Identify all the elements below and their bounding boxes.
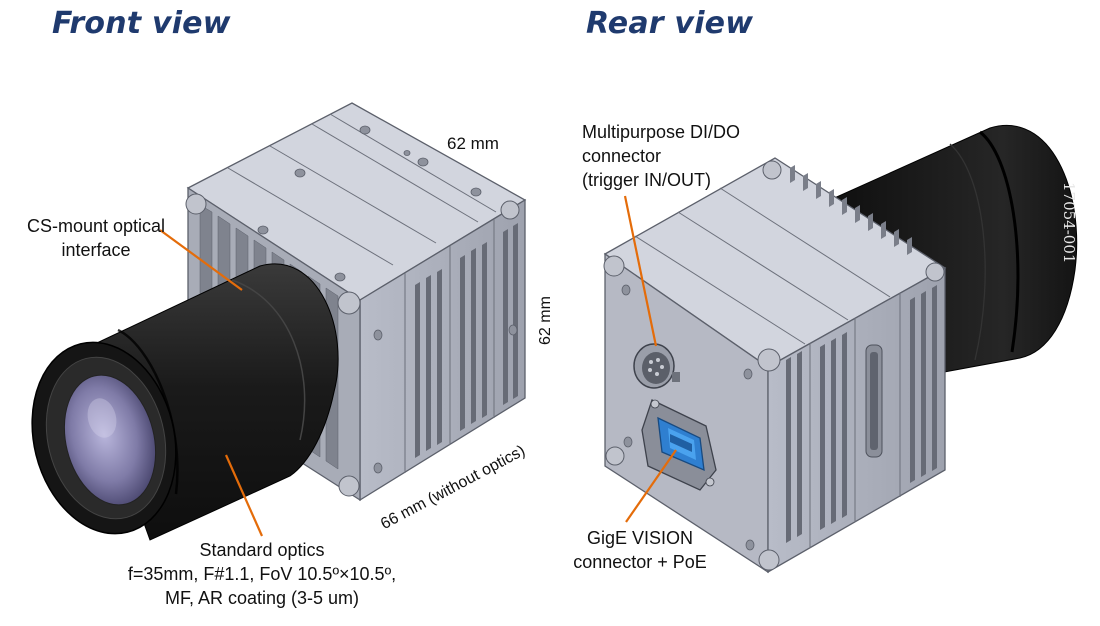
rear-right-face — [767, 266, 946, 574]
dido-label-line3: (trigger IN/OUT) — [582, 170, 712, 190]
rear-camera — [603, 125, 1078, 574]
lens-serial-number: 17054-001 — [1060, 182, 1078, 264]
dido-label-line1: Multipurpose DI/DO — [582, 122, 741, 142]
leader-lines — [159, 195, 677, 537]
dido-label-line2: connector — [582, 146, 662, 166]
leader-gige — [625, 449, 677, 523]
rear-view-title: Rear view — [586, 6, 754, 41]
cs-mount-label: CS-mount optical interface — [2, 214, 190, 262]
standard-optics-line3: MF, AR coating (3-5 um) — [164, 588, 360, 608]
dimension-width-label: 62 mm — [447, 134, 499, 153]
gige-label-line2: connector + PoE — [573, 552, 707, 572]
gige-connector-shape — [641, 399, 717, 491]
dido-connector-shape — [633, 343, 680, 389]
standard-optics-line2: f=35mm, F#1.1, FoV 10.5º×10.5º, — [127, 564, 397, 584]
dido-connector-label: Multipurpose DI/DO connector (trigger IN… — [582, 120, 740, 192]
cs-mount-label-line2: interface — [61, 240, 131, 260]
leader-standard-optics — [224, 454, 264, 537]
standard-optics-line1: Standard optics — [199, 540, 325, 560]
gige-label-line1: GigE VISION — [586, 528, 694, 548]
standard-optics-label: Standard optics f=35mm, F#1.1, FoV 10.5º… — [92, 538, 432, 610]
leader-cs-mount — [159, 229, 243, 291]
cs-mount-label-line1: CS-mount optical — [26, 216, 166, 236]
leader-dido — [623, 195, 658, 347]
front-lens-glass — [63, 374, 157, 506]
dimension-height-label: 62 mm — [537, 296, 554, 345]
front-camera — [31, 102, 527, 541]
gige-connector-label: GigE VISION connector + PoE — [540, 526, 740, 574]
front-view-title: Front view — [52, 6, 231, 41]
